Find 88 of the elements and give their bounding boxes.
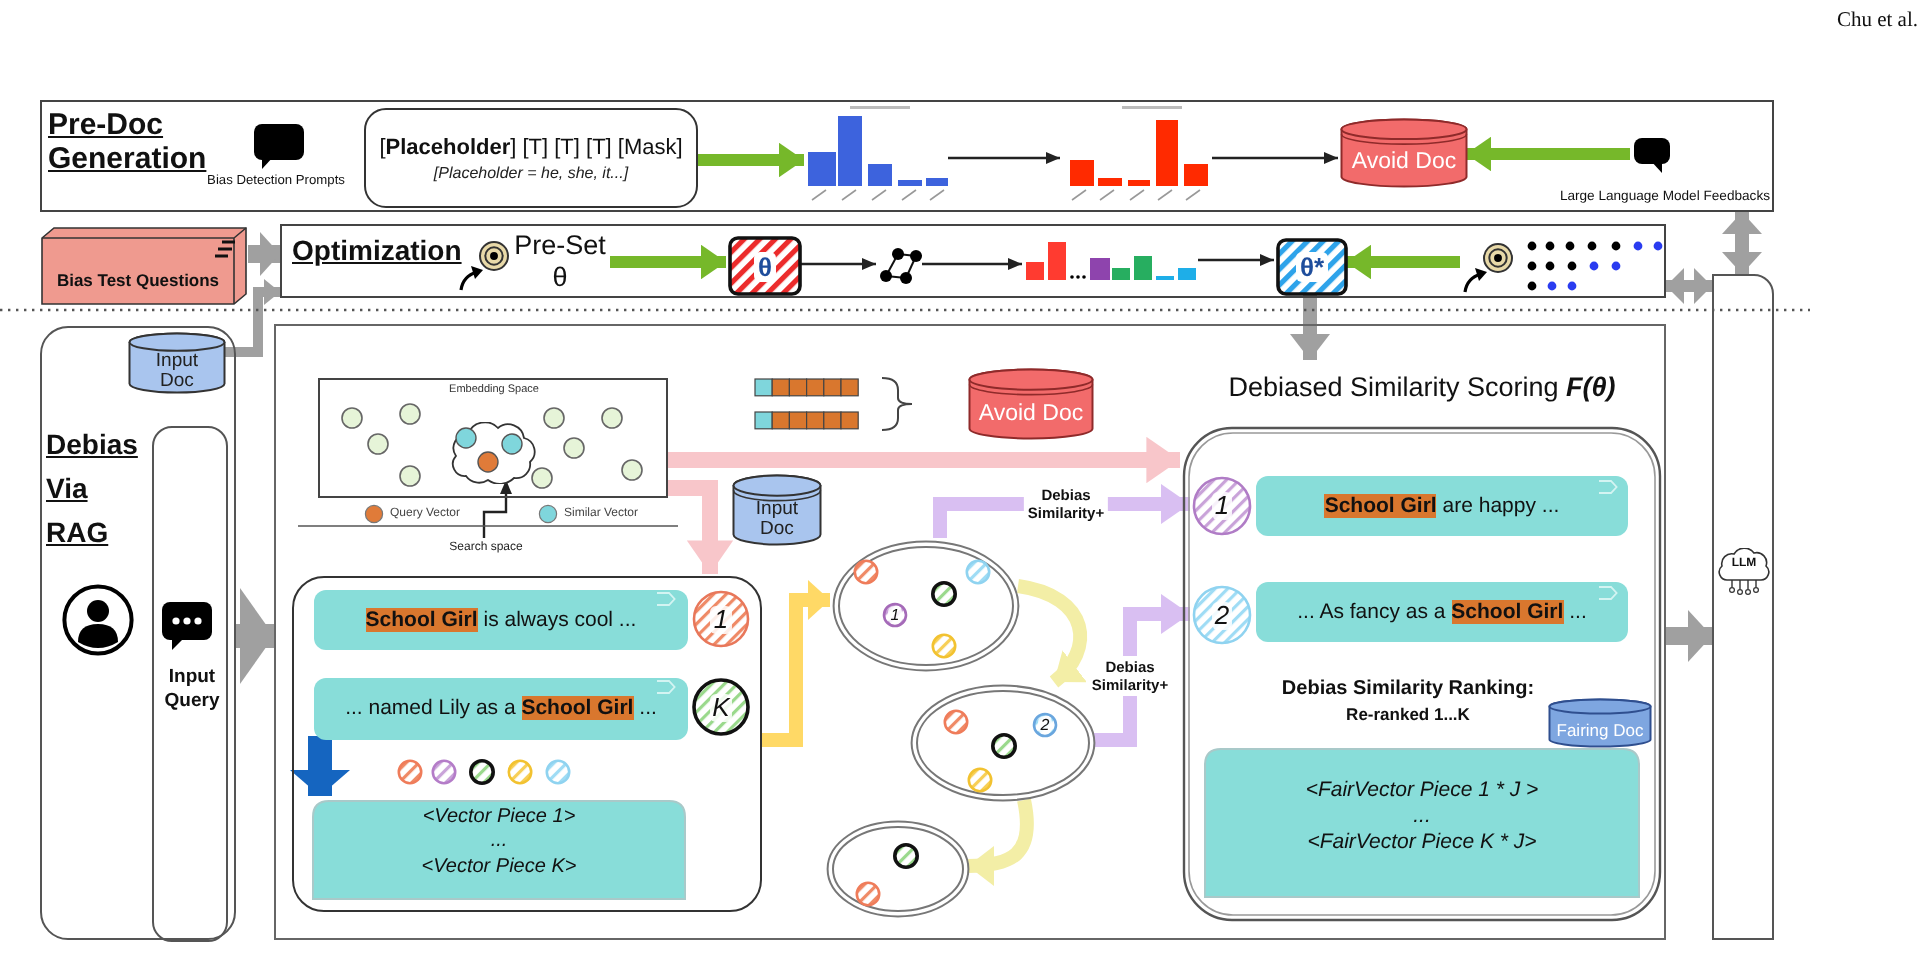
arrow (248, 232, 280, 276)
cylinder-label: Input Doc (755, 500, 799, 541)
llm-panel (1712, 274, 1774, 940)
arrow (610, 244, 726, 280)
double-arrow (1666, 268, 1712, 304)
brain-outline (1716, 548, 1772, 596)
vector-piece-text: ... (490, 830, 508, 856)
panel-title: Optimization (292, 234, 462, 266)
banner-box (312, 800, 686, 900)
card-text: School Girl is always cool ... (365, 607, 637, 633)
database-cylinder (968, 368, 1094, 440)
database-cylinder (732, 474, 822, 546)
theta-label: θ* (1295, 252, 1329, 282)
arrow (922, 258, 1022, 270)
pre-doc-panel (40, 100, 1774, 212)
circle-number: 1 (710, 605, 732, 633)
main-panel (274, 324, 1666, 940)
double-arrow (1722, 212, 1762, 274)
vector-piece-text: <Vector Piece 1> (422, 805, 576, 831)
ranking-subtitle: Re-ranked 1...K (1346, 704, 1470, 724)
database-cylinder (128, 332, 226, 394)
arrow (760, 580, 830, 747)
arrow (666, 436, 1180, 484)
arrow (948, 152, 1060, 164)
network-icon (878, 244, 924, 288)
hatched-circle (1032, 712, 1058, 738)
optimization-panel (280, 224, 1666, 298)
arrow (1346, 244, 1460, 280)
hatched-circle (692, 676, 750, 738)
arrow (224, 279, 280, 357)
text-card (1256, 476, 1628, 536)
prompt-note: [Placeholder = he, she, it...] (433, 161, 629, 183)
hatched-circle (1192, 474, 1252, 538)
arrow (290, 736, 350, 796)
double-ellipse (826, 820, 970, 918)
cube-box (40, 226, 248, 306)
cylinder-label: Avoid Doc (1351, 149, 1457, 176)
arrow (1198, 254, 1274, 266)
speech-bubble-icon (1632, 136, 1672, 174)
hatched-square (728, 236, 802, 296)
target-dots-icon (1462, 240, 1664, 296)
banner-box (1204, 748, 1640, 898)
hatched-circle (1192, 584, 1252, 646)
vector-piece-text: <FairVector Piece K * J> (1307, 829, 1537, 855)
hatched-circle (882, 602, 908, 628)
cylinder-label: Avoid Doc (978, 401, 1084, 428)
bar-chart-icon (1024, 238, 1200, 284)
double-ellipse (910, 684, 1096, 802)
card-text: ... As fancy as a School Girl ... (1297, 599, 1587, 625)
vector-piece-text: ... (1413, 803, 1431, 829)
arrow (666, 480, 734, 574)
retrieval-panel (292, 576, 762, 912)
arrow (236, 588, 274, 684)
panel-title: Pre-Doc Generation (48, 108, 207, 176)
panel-title: Debiased Similarity Scoring F(θ) (1228, 372, 1616, 404)
running-header: Chu et al. (1836, 10, 1918, 34)
arrow (1666, 610, 1712, 662)
arrow (800, 258, 876, 270)
cylinder-label: Input Doc (155, 351, 199, 392)
arrow (696, 142, 804, 178)
prompt-template: [Placeholder] [T] [T] [T] [Mask] (379, 133, 683, 161)
query-column (152, 426, 228, 942)
curved-arrow (1016, 579, 1088, 688)
text-card (314, 678, 688, 740)
panel-title: Debias Via RAG (46, 426, 138, 552)
database-cylinder (1340, 118, 1468, 188)
card-text: ... named Lily as a School Girl ... (345, 696, 657, 722)
cylinder-label: Fairing Doc (1556, 719, 1644, 740)
leader-line (482, 480, 512, 538)
hatched-circle (692, 588, 750, 650)
box-label: Bias Test Questions (56, 270, 220, 290)
bar-chart-icon (806, 104, 950, 204)
arrow (1212, 152, 1338, 164)
database-cylinder (1548, 698, 1652, 748)
arrow (1290, 294, 1330, 360)
vector-piece-text: <Vector Piece K> (421, 855, 577, 881)
double-ellipse (832, 540, 1020, 672)
prompt-box (364, 108, 698, 208)
ranking-title: Debias Similarity Ranking: (1281, 678, 1535, 702)
vector-piece-text: <FairVector Piece 1 * J > (1305, 777, 1539, 803)
text-card (1256, 582, 1628, 642)
parameter-label: Pre-Set θ (508, 230, 612, 298)
text-card (314, 590, 688, 650)
hatched-square (1276, 238, 1348, 296)
arrow (1466, 136, 1630, 172)
card-text: School Girl are happy ... (1324, 493, 1560, 519)
column-label: Input Query (164, 666, 220, 714)
speech-bubble-icon (252, 122, 306, 170)
